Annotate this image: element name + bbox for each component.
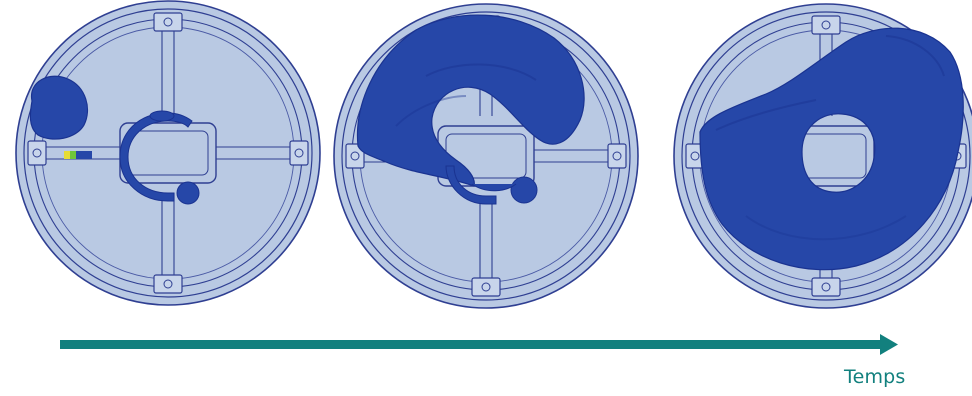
time-arrow-shaft [60, 340, 882, 349]
fill-stage-2-panel [334, 4, 638, 308]
part-outline [16, 1, 320, 305]
fill-stage-3-panel [674, 4, 972, 308]
arrow-right-icon [880, 334, 898, 355]
time-arrow [60, 334, 898, 355]
time-axis-label: Temps [844, 366, 906, 388]
fill-stage-1-panel [16, 1, 320, 305]
